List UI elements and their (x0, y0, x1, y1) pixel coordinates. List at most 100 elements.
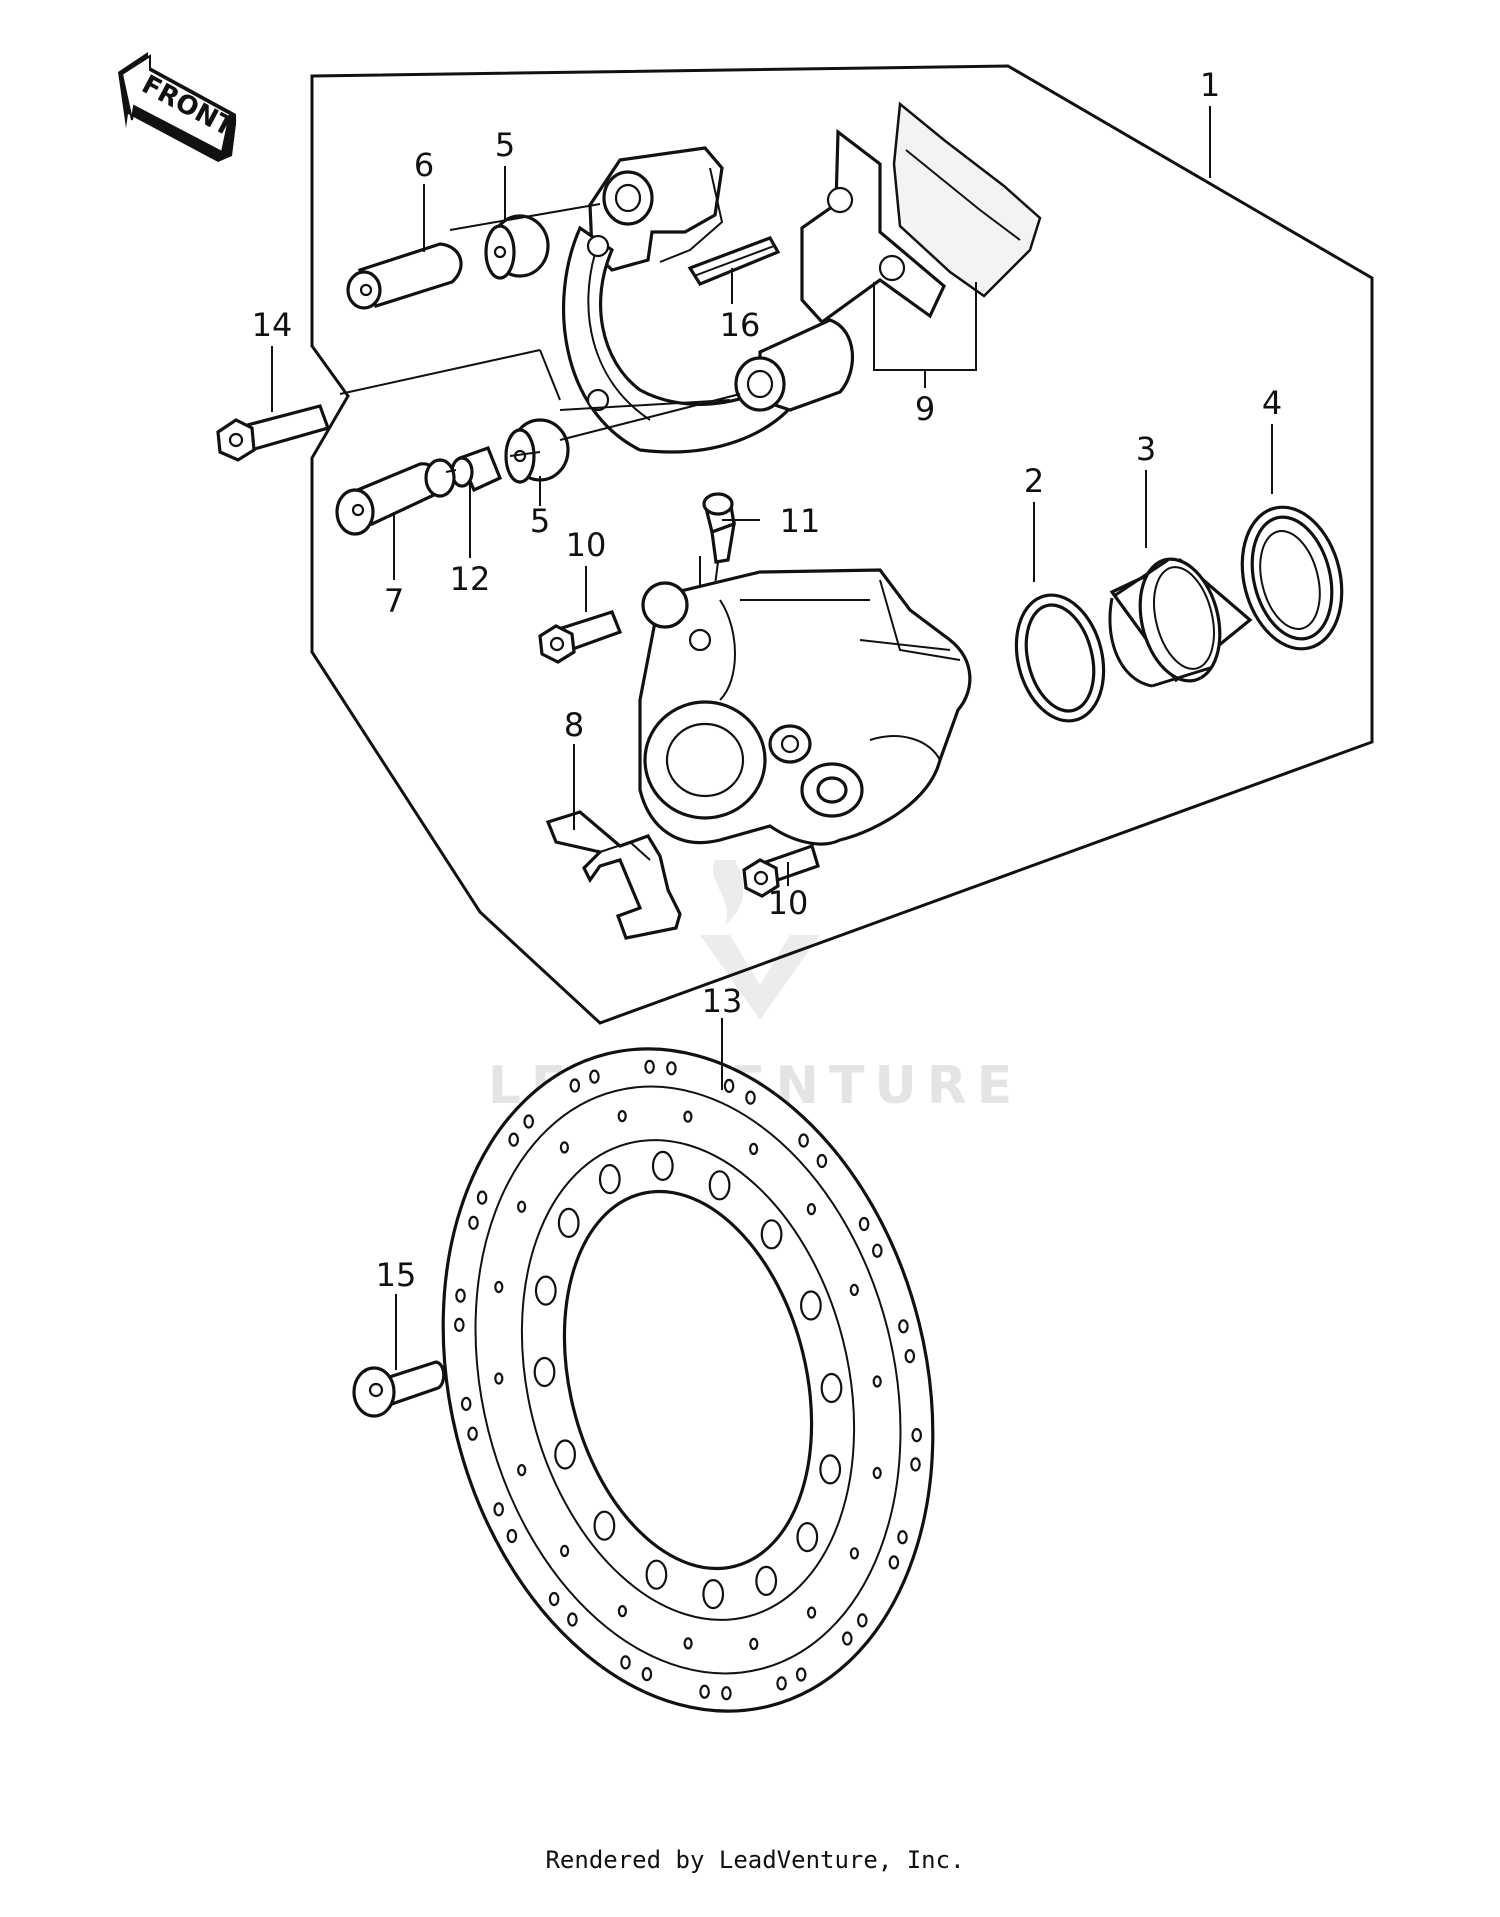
disc-hole (523, 1114, 534, 1129)
disc-hole (871, 1243, 883, 1258)
disc-hole (468, 1215, 479, 1230)
disc-hole (516, 1200, 527, 1213)
disc-hole (506, 1528, 518, 1544)
callout-10-lower: 10 (768, 884, 809, 922)
callout-12: 12 (450, 560, 491, 598)
disc-hole (806, 1606, 817, 1619)
callout-16: 16 (720, 306, 761, 344)
disc-hole (723, 1078, 735, 1094)
callout-15: 15 (376, 1256, 417, 1294)
disc-hole (651, 1150, 674, 1182)
disc-hole (644, 1059, 655, 1074)
dust-seal (1240, 505, 1344, 651)
disc-hole (872, 1466, 882, 1480)
bleed-valve (702, 492, 737, 641)
disc-hole (517, 1463, 527, 1477)
disc-hole (533, 1356, 556, 1388)
callout-10-upper: 10 (566, 526, 607, 564)
disc-hole (460, 1396, 472, 1412)
mounting-bolt-14 (216, 404, 331, 462)
disc-hole (494, 1280, 504, 1294)
disc-hole (849, 1547, 860, 1560)
disc-hole (699, 1684, 710, 1699)
callout-7: 7 (384, 582, 404, 620)
disc-hole (800, 1290, 822, 1321)
disc-hole (645, 1559, 668, 1590)
anti-rattle-spring (545, 810, 682, 940)
brake-disc (441, 1047, 935, 1713)
disc-hole (557, 1207, 580, 1239)
callout-4: 4 (1262, 384, 1282, 422)
disc-hole (708, 1170, 731, 1201)
disc-hole (904, 1348, 916, 1364)
disc-hole (559, 1141, 570, 1154)
disc-hole (559, 1544, 570, 1558)
disc-hole (798, 1133, 809, 1148)
disc-hole (858, 1216, 870, 1232)
disc-hole (683, 1110, 693, 1123)
disc-hole (911, 1427, 922, 1443)
disc-hole (494, 1372, 504, 1385)
dust-boot-upper (484, 214, 550, 280)
disc-hole (795, 1667, 807, 1682)
disc-hole (620, 1655, 631, 1670)
callout-5-upper: 5 (495, 126, 515, 164)
assembly-outline (310, 64, 1374, 1025)
disc-hole (748, 1142, 759, 1156)
disc-hole (816, 1153, 828, 1169)
disc-hole (898, 1319, 909, 1334)
caliper-bolt-lower (742, 843, 820, 898)
disc-hole (567, 1612, 578, 1627)
callout-2: 2 (1024, 462, 1044, 500)
disc-hole (598, 1163, 621, 1195)
disc-hole (666, 1061, 677, 1076)
callout-9: 9 (915, 390, 935, 428)
disc-hole (910, 1457, 921, 1472)
disc-hole (455, 1288, 466, 1303)
disc-hole (806, 1202, 817, 1216)
brake-pads (800, 101, 1042, 325)
disc-hole (849, 1283, 859, 1297)
disc-hole (453, 1317, 465, 1333)
disc-hole (749, 1637, 759, 1651)
disc-hole (593, 1510, 616, 1541)
piston-seal (1014, 593, 1106, 723)
disc-holes (453, 1059, 922, 1701)
disc-hole (641, 1666, 653, 1682)
disc-hole (476, 1190, 488, 1205)
disc-hole (548, 1591, 560, 1607)
caliper-body (638, 568, 972, 846)
caliper-bolt-upper (538, 610, 623, 664)
callout-labels: 1 2 3 4 5 5 6 7 8 9 10 10 11 12 13 14 15… (252, 66, 1283, 1294)
disc-hole (508, 1132, 519, 1147)
pad-spring (687, 236, 781, 286)
disc-hole (493, 1502, 504, 1517)
disc-hole (888, 1555, 900, 1570)
disc-hole (569, 1078, 581, 1093)
front-arrow-icon: FRONT (118, 52, 239, 162)
disc-hole (760, 1219, 783, 1250)
callout-1: 1 (1200, 66, 1220, 104)
disc-hole (554, 1439, 576, 1470)
pin-bolt (335, 458, 456, 536)
disc-hole (467, 1426, 478, 1441)
disc-hole (745, 1090, 756, 1105)
disc-hole (702, 1578, 725, 1610)
callout-3: 3 (1136, 430, 1156, 468)
disc-hole (721, 1686, 732, 1701)
callout-13: 13 (702, 982, 743, 1020)
piston (1108, 557, 1253, 688)
dust-boot-lower (504, 418, 570, 484)
leader-lines (271, 106, 1273, 1370)
disc-hole (617, 1109, 627, 1123)
disc-bolt (352, 1360, 446, 1418)
disc-hole (589, 1069, 600, 1084)
callout-5-lower: 5 (530, 502, 550, 540)
disc-hole (872, 1375, 882, 1388)
callout-6: 6 (414, 146, 434, 184)
disc-hole (617, 1604, 628, 1618)
disc-hole (819, 1454, 842, 1485)
caliper-bracket (562, 146, 854, 454)
callout-8: 8 (564, 706, 584, 744)
